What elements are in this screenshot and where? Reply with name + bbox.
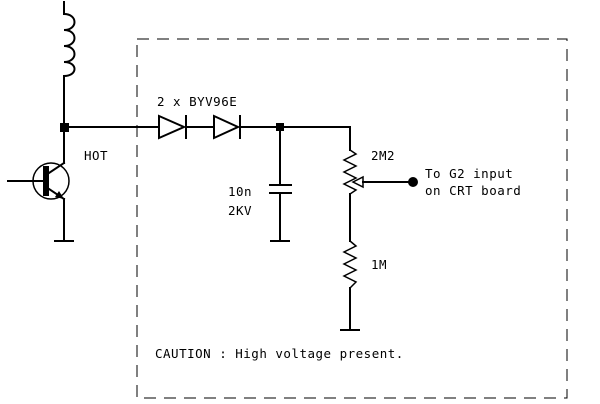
diode-1	[158, 114, 187, 140]
capacitor-value-label: 10n	[228, 184, 252, 199]
flyback-winding	[62, 1, 76, 128]
capacitor	[269, 126, 292, 242]
diode-2	[213, 114, 241, 140]
hot-transistor	[7, 161, 74, 242]
board-outline	[136, 38, 568, 399]
transistor-label: HOT	[84, 148, 108, 163]
resistor-label: 1M	[371, 257, 387, 272]
caution-note: CAUTION : High voltage present.	[155, 346, 404, 361]
output-label-line1: To G2 input	[425, 166, 513, 181]
potentiometer	[342, 126, 418, 242]
diodes-label: 2 x BYV96E	[157, 94, 237, 109]
capacitor-voltage-label: 2KV	[228, 203, 252, 218]
pot-label: 2M2	[371, 148, 395, 163]
output-label-line2: on CRT board	[425, 183, 521, 198]
resistor-1m	[340, 240, 360, 331]
